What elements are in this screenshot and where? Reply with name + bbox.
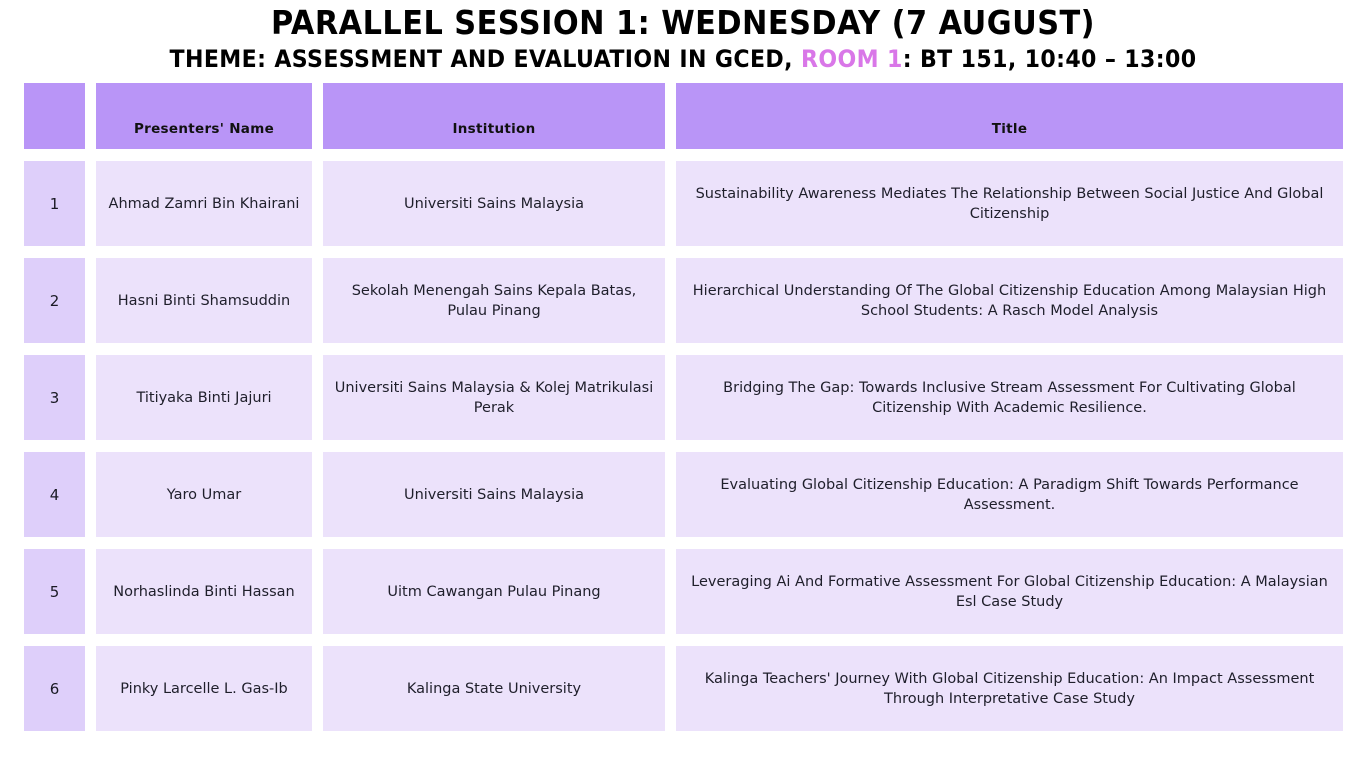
row-index-cell: 3 [24, 355, 85, 440]
row-index-cell: 6 [24, 646, 85, 731]
row-institution-cell: Universiti Sains Malaysia [323, 452, 665, 537]
row-index-value: 5 [49, 582, 60, 601]
table-row: 5 Norhaslinda Binti Hassan Uitm Cawangan… [24, 549, 1343, 634]
row-presenter-cell: Pinky Larcelle L. Gas-Ib [96, 646, 312, 731]
row-presenter-cell: Ahmad Zamri Bin Khairani [96, 161, 312, 246]
row-index-cell: 1 [24, 161, 85, 246]
row-institution-cell: Universiti Sains Malaysia [323, 161, 665, 246]
row-presenter-cell: Yaro Umar [96, 452, 312, 537]
table-row: 1 Ahmad Zamri Bin Khairani Universiti Sa… [24, 161, 1343, 246]
header-label-title: Title [991, 121, 1028, 137]
row-institution-value: Universiti Sains Malaysia [403, 486, 585, 503]
room-label: ROOM 1 [800, 45, 903, 73]
table-row: 4 Yaro Umar Universiti Sains Malaysia Ev… [24, 452, 1343, 537]
row-institution-cell: Kalinga State University [323, 646, 665, 731]
row-presenter-cell: Hasni Binti Shamsuddin [96, 258, 312, 343]
sessions-table: Presenters' Name Institution Title 1 Ahm… [24, 83, 1343, 743]
subtitle-venue-time-text: : BT 151, 10:40 – 13:00 [902, 45, 1197, 73]
table-row: 3 Titiyaka Binti Jajuri Universiti Sains… [24, 355, 1343, 440]
row-index-value: 3 [49, 388, 60, 407]
row-title-cell: Evaluating Global Citizenship Education:… [676, 452, 1343, 537]
row-title-value: Evaluating Global Citizenship Education:… [720, 476, 1299, 513]
row-institution-value: Uitm Cawangan Pulau Pinang [387, 583, 601, 600]
row-title-value: Kalinga Teachers' Journey With Global Ci… [704, 670, 1315, 707]
row-title-value: Bridging The Gap: Towards Inclusive Stre… [723, 379, 1296, 416]
row-institution-value: Universiti Sains Malaysia & Kolej Matrik… [334, 379, 654, 416]
row-title-cell: Kalinga Teachers' Journey With Global Ci… [676, 646, 1343, 731]
row-title-cell: Bridging The Gap: Towards Inclusive Stre… [676, 355, 1343, 440]
row-presenter-value: Hasni Binti Shamsuddin [117, 292, 291, 309]
row-presenter-value: Ahmad Zamri Bin Khairani [108, 195, 300, 212]
table-row: 6 Pinky Larcelle L. Gas-Ib Kalinga State… [24, 646, 1343, 731]
row-index-cell: 5 [24, 549, 85, 634]
table-row: 2 Hasni Binti Shamsuddin Sekolah Menenga… [24, 258, 1343, 343]
row-institution-value: Kalinga State University [406, 680, 582, 697]
row-title-cell: Hierarchical Understanding Of The Global… [676, 258, 1343, 343]
row-title-value: Leveraging Ai And Formative Assessment F… [691, 573, 1328, 610]
row-index-value: 1 [49, 194, 60, 213]
table-header-row: Presenters' Name Institution Title [24, 83, 1343, 149]
row-title-value: Hierarchical Understanding Of The Global… [692, 282, 1327, 319]
row-title-cell: Sustainability Awareness Mediates The Re… [676, 161, 1343, 246]
row-index-value: 4 [49, 485, 60, 504]
row-presenter-value: Yaro Umar [166, 486, 242, 503]
row-title-value: Sustainability Awareness Mediates The Re… [695, 185, 1324, 222]
row-institution-cell: Universiti Sains Malaysia & Kolej Matrik… [323, 355, 665, 440]
row-presenter-value: Norhaslinda Binti Hassan [113, 583, 295, 600]
row-index-cell: 4 [24, 452, 85, 537]
heading-block: PARALLEL SESSION 1: WEDNESDAY (7 AUGUST)… [0, 0, 1366, 74]
row-institution-cell: Uitm Cawangan Pulau Pinang [323, 549, 665, 634]
row-institution-cell: Sekolah Menengah Sains Kepala Batas, Pul… [323, 258, 665, 343]
row-institution-value: Universiti Sains Malaysia [403, 195, 585, 212]
session-subtitle: THEME: ASSESSMENT AND EVALUATION IN GCED… [55, 44, 1312, 74]
subtitle-theme-text: THEME: ASSESSMENT AND EVALUATION IN GCED… [169, 45, 801, 73]
row-institution-value: Sekolah Menengah Sains Kepala Batas, Pul… [351, 282, 637, 319]
page-title: PARALLEL SESSION 1: WEDNESDAY (7 AUGUST) [270, 3, 1096, 42]
header-cell-index [24, 83, 85, 149]
row-presenter-cell: Norhaslinda Binti Hassan [96, 549, 312, 634]
row-presenter-value: Pinky Larcelle L. Gas-Ib [120, 680, 288, 697]
row-index-value: 2 [49, 291, 60, 310]
header-label-institution: Institution [452, 121, 536, 137]
header-cell-presenters-name: Presenters' Name [96, 83, 312, 149]
row-presenter-value: Titiyaka Binti Jajuri [136, 389, 272, 406]
header-cell-institution: Institution [323, 83, 665, 149]
row-presenter-cell: Titiyaka Binti Jajuri [96, 355, 312, 440]
row-index-cell: 2 [24, 258, 85, 343]
header-cell-title: Title [676, 83, 1343, 149]
header-label-presenters-name: Presenters' Name [133, 121, 275, 137]
row-title-cell: Leveraging Ai And Formative Assessment F… [676, 549, 1343, 634]
row-index-value: 6 [49, 679, 60, 698]
